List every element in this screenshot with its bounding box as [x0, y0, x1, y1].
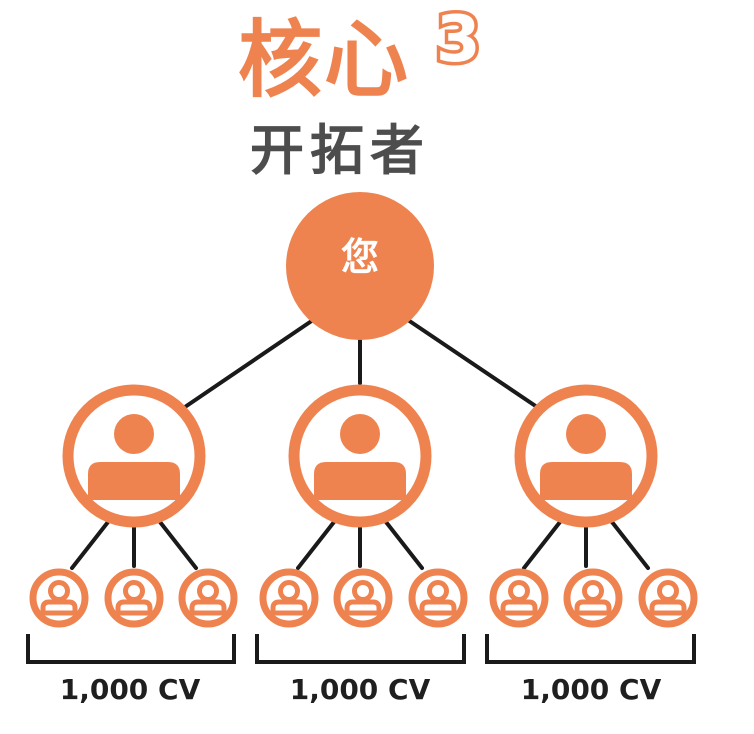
subtitle: 开拓者	[250, 119, 430, 182]
person-icon	[337, 572, 389, 624]
title-main: 核心	[238, 11, 411, 109]
group-label-left: 1,000 CV	[59, 673, 201, 706]
group-label-right: 1,000 CV	[520, 673, 662, 706]
person-icon	[108, 572, 160, 624]
child-connectors	[70, 520, 650, 570]
level1-node-right	[514, 384, 658, 528]
group-label-middle: 1,000 CV	[289, 673, 431, 706]
person-icon	[412, 572, 464, 624]
root-node	[286, 192, 434, 340]
level1-node-middle	[288, 384, 432, 528]
person-icon	[567, 572, 619, 624]
level1-node-left	[62, 384, 206, 528]
person-icon	[642, 572, 694, 624]
person-icon	[33, 572, 85, 624]
root-connectors	[180, 318, 542, 411]
group-brackets	[26, 634, 696, 664]
person-icon	[182, 572, 234, 624]
title-superscript: 3	[433, 3, 484, 77]
person-icon	[263, 572, 315, 624]
person-icon	[493, 572, 545, 624]
root-label: 您	[340, 235, 379, 279]
